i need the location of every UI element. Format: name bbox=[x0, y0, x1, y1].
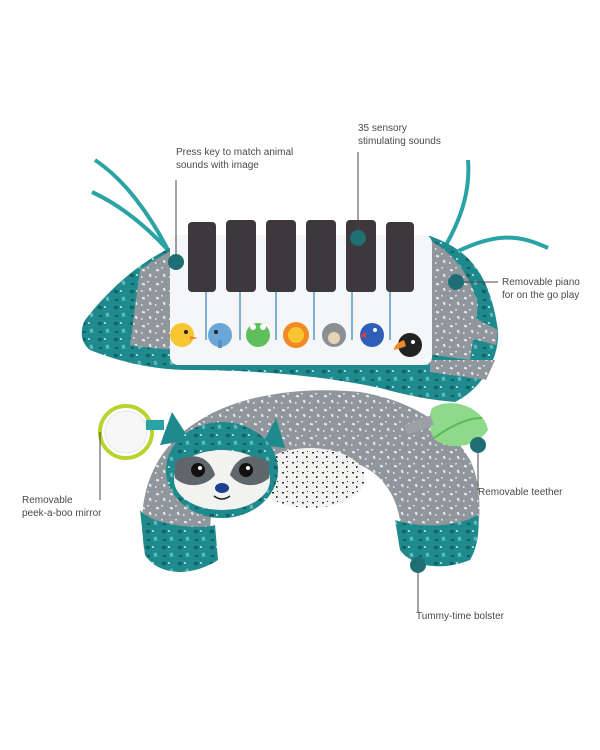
callout-removable-piano-line1: Removable piano bbox=[502, 277, 580, 288]
callout-mirror: Removable peek-a-boo mirror bbox=[22, 494, 101, 520]
callout-mirror-line2: peek-a-boo mirror bbox=[22, 508, 102, 519]
raccoon-face bbox=[160, 412, 285, 518]
monkey-icon bbox=[322, 323, 346, 347]
piano-pillow-stripe-2 bbox=[430, 360, 495, 380]
callout-sounds: 35 sensory stimulating sounds bbox=[358, 122, 441, 148]
ribbon-left bbox=[93, 158, 170, 251]
ribbon-right bbox=[438, 159, 471, 257]
callout-bolster: Tummy-time bolster bbox=[416, 610, 504, 623]
callout-sounds-line2: stimulating sounds bbox=[358, 136, 441, 147]
callout-sounds-line1: 35 sensory bbox=[358, 123, 407, 134]
frog-icon bbox=[246, 323, 270, 347]
white-key-dividers bbox=[205, 290, 391, 340]
bolster-teal-band-right bbox=[395, 515, 479, 567]
elephant-icon bbox=[208, 323, 232, 348]
callout-piano-keys-line2: sounds with image bbox=[176, 160, 259, 171]
callout-markers bbox=[168, 230, 486, 573]
duck-icon bbox=[170, 323, 198, 347]
parrot-icon bbox=[360, 323, 384, 347]
callout-teether-line1: Removable teether bbox=[478, 487, 563, 498]
callout-piano-keys-line1: Press key to match animal bbox=[176, 147, 294, 158]
raccoon-body-patch bbox=[255, 448, 365, 508]
ribbon-left-2 bbox=[91, 190, 170, 252]
peek-a-boo-mirror bbox=[98, 404, 164, 460]
callout-mirror-line1: Removable bbox=[22, 495, 73, 506]
callout-removable-piano: Removable piano for on the go play bbox=[502, 276, 580, 302]
lion-icon bbox=[283, 322, 309, 348]
callout-lines bbox=[99, 152, 498, 612]
callout-removable-piano-line2: for on the go play bbox=[502, 290, 580, 301]
bolster-teal-band-left bbox=[140, 510, 218, 572]
leaf-teether bbox=[404, 403, 488, 447]
piano-pillow-stripe bbox=[440, 300, 498, 345]
toucan-icon bbox=[394, 333, 422, 357]
animal-stickers bbox=[170, 322, 422, 357]
bolster-pillow bbox=[98, 390, 488, 572]
piano-pillow bbox=[81, 158, 549, 402]
callout-piano-keys: Press key to match animal sounds with im… bbox=[176, 146, 293, 172]
callout-bolster-line1: Tummy-time bolster bbox=[416, 611, 504, 622]
ribbon-right-2 bbox=[444, 235, 549, 260]
callout-teether: Removable teether bbox=[478, 486, 563, 499]
